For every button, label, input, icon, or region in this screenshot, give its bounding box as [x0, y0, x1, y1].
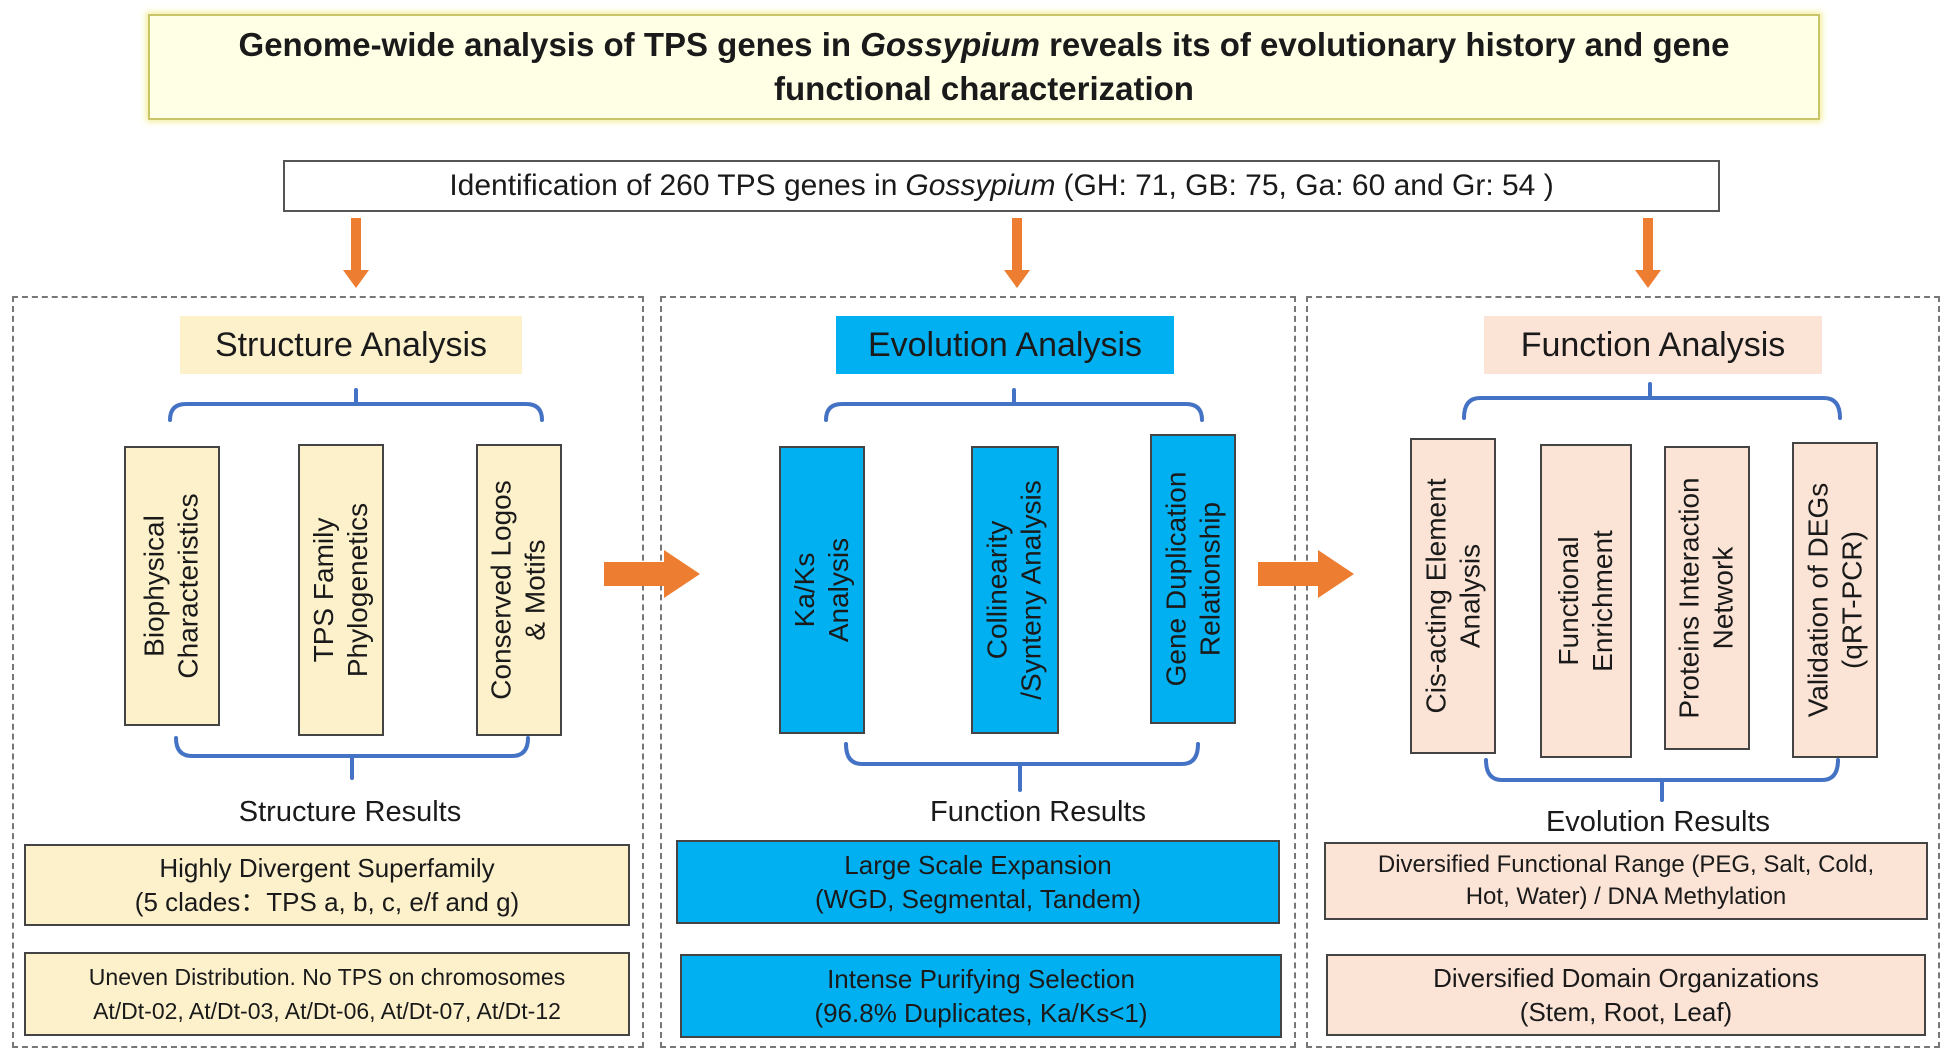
- evolution-top-bracket: [824, 388, 1204, 422]
- title-text-part1: Genome-wide analysis of TPS genes in: [238, 26, 852, 63]
- title-italic-genus: Gossypium: [860, 26, 1040, 63]
- identification-text-part2: (GH: 71, GB: 75, Ga: 60 and Gr: 54 ): [1063, 169, 1554, 202]
- evolution-result-purifying: Intense Purifying Selection (96.8% Dupli…: [680, 954, 1282, 1038]
- structure-panel: [12, 296, 644, 1048]
- function-result-domain-line1: Diversified Domain Organizations: [1433, 963, 1819, 993]
- function-result-range-line2: Hot, Water) / DNA Methylation: [1465, 883, 1787, 910]
- evolution-result-expansion: Large Scale Expansion (WGD, Segmental, T…: [676, 840, 1280, 924]
- structure-result-divergent-line2: (5 clades：TPS a, b, c, e/f and g): [134, 887, 520, 917]
- evolution-result-purifying-line1: Intense Purifying Selection: [827, 964, 1135, 994]
- function-item-validation-degs-label: Validation of DEGs(qRT-PCR): [1802, 482, 1867, 718]
- evolution-results-label: Evolution Results: [1545, 806, 1771, 838]
- evolution-result-expansion-line2: (WGD, Segmental, Tandem): [814, 884, 1142, 914]
- structure-result-distribution-line1: Uneven Distribution. No TPS on chromosom…: [88, 964, 566, 990]
- evolution-analysis-heading: Evolution Analysis: [836, 316, 1174, 374]
- diagram-title: Genome-wide analysis of TPS genes in Gos…: [148, 14, 1820, 120]
- structure-result-distribution: Uneven Distribution. No TPS on chromosom…: [24, 952, 630, 1036]
- evolution-item-collinearity: Collinearity/Synteny Analysis: [971, 446, 1059, 734]
- structure-result-divergent: Highly Divergent Superfamily (5 clades：T…: [24, 844, 630, 926]
- function-result-domain-line2: (Stem, Root, Leaf): [1519, 997, 1733, 1027]
- function-top-bracket: [1462, 382, 1842, 420]
- down-arrow-function: [1635, 218, 1661, 288]
- structure-analysis-heading: Structure Analysis: [180, 316, 522, 374]
- function-analysis-heading: Function Analysis: [1484, 316, 1822, 374]
- right-arrow-evolution-to-function: [1258, 550, 1354, 598]
- down-arrow-structure: [343, 218, 369, 288]
- function-result-range: Diversified Functional Range (PEG, Salt,…: [1324, 842, 1928, 920]
- structure-item-logos-motifs: Conserved Logos& Motifs: [476, 444, 562, 736]
- function-panel: [1306, 296, 1940, 1048]
- function-result-domain: Diversified Domain Organizations (Stem, …: [1326, 954, 1926, 1036]
- evolution-panel: [660, 296, 1296, 1048]
- structure-result-distribution-line2: At/Dt-02, At/Dt-03, At/Dt-06, At/Dt-07, …: [93, 998, 561, 1024]
- identification-italic-genus: Gossypium: [905, 169, 1056, 202]
- function-results-label: Function Results: [930, 796, 1146, 828]
- identification-text-part1: Identification of 260 TPS genes in: [449, 169, 898, 202]
- right-arrow-structure-to-evolution: [604, 550, 700, 598]
- function-bottom-bracket: [1484, 758, 1840, 802]
- evolution-bottom-bracket: [844, 742, 1200, 792]
- function-item-validation-degs: Validation of DEGs(qRT-PCR): [1792, 442, 1878, 758]
- structure-results-label: Structure Results: [238, 796, 462, 828]
- evolution-item-collinearity-label: Collinearity/Synteny Analysis: [982, 480, 1048, 700]
- title-text-part2: reveals its of evolutionary history and …: [774, 26, 1730, 107]
- structure-bottom-bracket: [174, 736, 530, 780]
- structure-result-divergent-line1: Highly Divergent Superfamily: [159, 853, 495, 883]
- identification-box: Identification of 260 TPS genes in Gossy…: [283, 160, 1720, 212]
- structure-item-logos-motifs-label: Conserved Logos& Motifs: [486, 480, 552, 700]
- structure-top-bracket: [168, 388, 544, 422]
- function-result-range-line1: Diversified Functional Range (PEG, Salt,…: [1377, 851, 1875, 878]
- evolution-result-purifying-line2: (96.8% Duplicates, Ka/Ks<1): [814, 998, 1148, 1028]
- down-arrow-evolution: [1004, 218, 1030, 288]
- evolution-result-expansion-line1: Large Scale Expansion: [844, 850, 1112, 880]
